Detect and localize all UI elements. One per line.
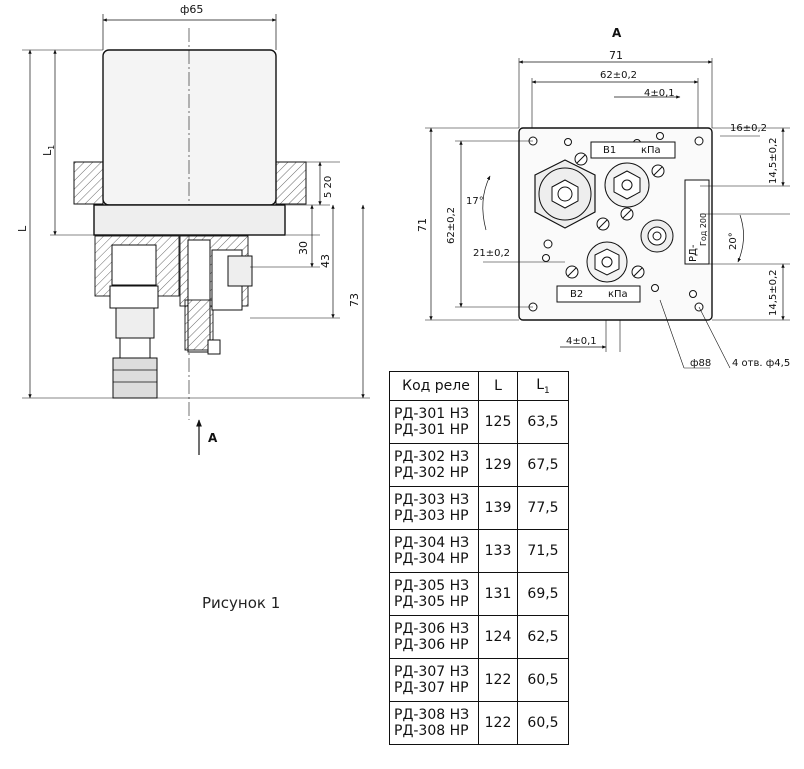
dim-71-left: 71 [416,218,429,232]
code-nr: РД-304 НР [394,551,469,567]
header-L1: L1 [517,371,569,401]
plate-b1-label: В1 [603,145,617,156]
cell-L: 131 [478,572,518,616]
dim-5-20: 5 20 [323,175,334,198]
figure-caption: Рисунок 1 [202,594,281,612]
code-nz: РД-302 НЗ [394,449,470,465]
dim-43: 43 [319,254,332,268]
dim-17deg: 17° [466,196,484,207]
code-nr: РД-308 НР [394,723,469,739]
cell-L1: 71,5 [517,529,569,573]
header-L1-text: L [536,376,545,393]
code-nz: РД-301 НЗ [394,406,470,422]
view-arrow-label: A [208,431,218,445]
cell-L1: 77,5 [517,486,569,530]
cell-L1: 67,5 [517,443,569,487]
header-code: Код реле [389,371,479,401]
dim-73: 73 [348,293,361,307]
dim-L1-text: L [41,149,54,156]
code-nr: РД-302 НР [394,465,469,481]
cell-L: 122 [478,658,518,702]
dim-20deg: 20° [728,232,739,250]
side-plate-year: Год 200 [699,212,708,246]
code-nr: РД-305 НР [394,594,469,610]
dim-L1: L1 [41,144,57,156]
code-nr: РД-301 НР [394,422,469,438]
cell-L: 133 [478,529,518,573]
header-L1-sub: 1 [544,385,550,396]
code-nr: РД-303 НР [394,508,469,524]
cell-L1: 69,5 [517,572,569,616]
dim-L: L [16,225,29,232]
dim-14-bottom: 14,5±0,2 [768,269,779,316]
dim-71-top: 71 [609,49,623,62]
cell-L1: 60,5 [517,701,569,745]
cell-L: 125 [478,400,518,444]
dim-diameter-65: ф65 [180,3,204,16]
code-nz: РД-306 НЗ [394,621,470,637]
dim-4-bottom: 4±0,1 [566,336,597,347]
cell-L1: 63,5 [517,400,569,444]
code-nz: РД-304 НЗ [394,535,470,551]
header-L: L [478,371,518,401]
table-header-row: Код реле L L1 [389,371,569,401]
dim-21: 21±0,2 [473,248,511,259]
plate-b2-unit: кПа [608,289,628,300]
plate-b1-unit: кПа [641,145,661,156]
cell-L: 129 [478,443,518,487]
dim-holes: 4 отв. ф4,5 [732,358,791,369]
dim-30: 30 [297,241,310,255]
side-plate-label: РД- [688,244,699,262]
cell-L: 124 [478,615,518,659]
code-nz: РД-303 НЗ [394,492,470,508]
cell-L: 139 [478,486,518,530]
side-view [22,14,370,455]
dim-4-top: 4±0,1 [644,88,675,99]
dim-62-top: 62±0,2 [600,70,638,81]
dim-62-left: 62±0,2 [446,206,457,244]
code-nz: РД-308 НЗ [394,707,470,723]
code-nr: РД-306 НР [394,637,469,653]
plate-b2-label: В2 [570,289,584,300]
view-a-title: A [612,26,622,40]
cell-L: 122 [478,701,518,745]
dim-88: ф88 [690,358,712,369]
code-nz: РД-307 НЗ [394,664,470,680]
cell-L1: 60,5 [517,658,569,702]
code-nr: РД-307 НР [394,680,469,696]
dim-14-top: 14,5±0,2 [768,137,779,184]
code-nz: РД-305 НЗ [394,578,470,594]
view-a [425,58,790,369]
cell-L1: 62,5 [517,615,569,659]
dim-16: 16±0,2 [730,123,768,134]
dim-L1-sub: 1 [47,144,57,150]
